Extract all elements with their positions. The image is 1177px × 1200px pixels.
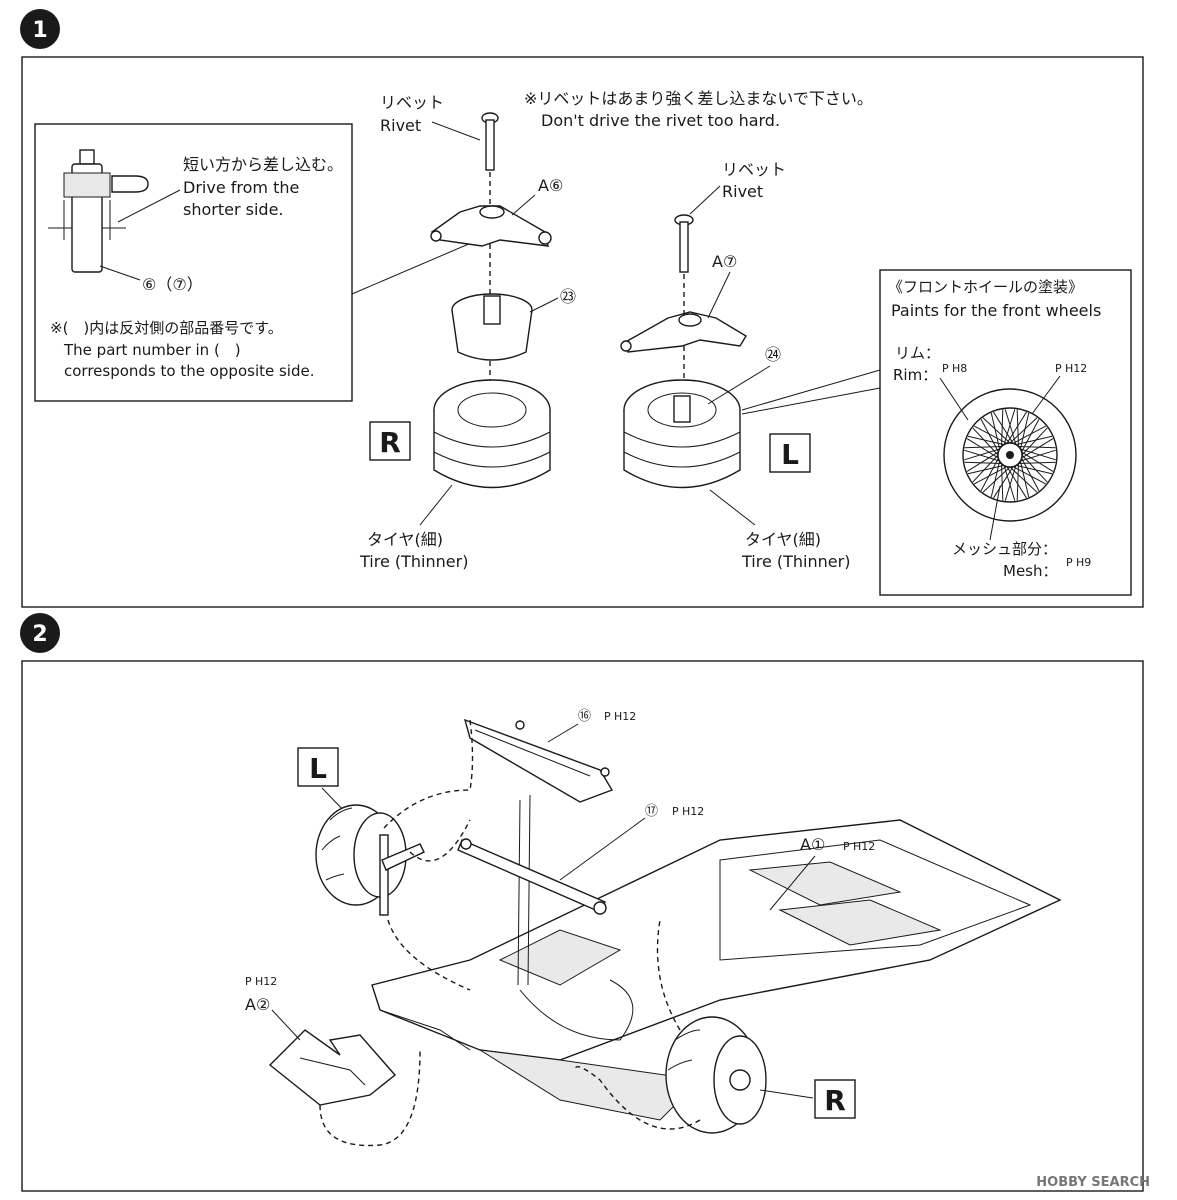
- drive-label-en-2: shorter side.: [183, 200, 284, 219]
- detail-note-en-2: corresponds to the opposite side.: [64, 362, 315, 380]
- hub-pin-detail: [48, 149, 181, 281]
- mesh-spoke: [1019, 412, 1030, 450]
- mesh-wheel-icon: [939, 375, 1077, 541]
- mesh-spoke: [974, 425, 1008, 444]
- side-badge-right: R: [369, 421, 411, 461]
- left-wheel-assembly: [620, 214, 747, 489]
- mesh-jp: メッシュ部分：: [952, 540, 1057, 558]
- chassis-assembly: [371, 819, 1062, 1121]
- step-2-frame: [21, 660, 1144, 1192]
- drive-label-en-1: Drive from the: [183, 178, 299, 197]
- mesh-paint-prefix: P: [1066, 556, 1073, 569]
- mesh-paint: H9: [1076, 556, 1091, 569]
- rim-paint: H8: [952, 362, 967, 375]
- mesh-spoke: [1012, 466, 1046, 485]
- mesh-spoke: [1003, 465, 1016, 501]
- mesh-spoke: [1004, 409, 1017, 445]
- rim-en: Rim：: [893, 366, 937, 384]
- drive-label-jp: 短い方から差し込む。: [183, 155, 343, 174]
- detail-note-jp: ※( )内は反対側の部品番号です。: [50, 319, 283, 337]
- svg-text:R: R: [824, 1084, 846, 1117]
- mesh-spoke: [964, 448, 1000, 461]
- tie-rod-part: [457, 838, 607, 915]
- mesh-spoke: [964, 446, 1002, 449]
- front-plate-paint-prefix: P: [245, 975, 252, 988]
- rivet-jp-left: リベット: [722, 160, 786, 179]
- chassis-label: A①: [800, 835, 825, 854]
- svg-text:L: L: [781, 438, 799, 471]
- mesh-spoke: [1020, 449, 1056, 462]
- watermark: HOBBY SEARCH: [1036, 1175, 1150, 1190]
- right-wheel-label: ㉓: [560, 287, 576, 306]
- chassis-paint: H12: [853, 840, 875, 853]
- caution-jp: ※リベットはあまり強く差し込まないで下さい。: [524, 89, 873, 108]
- tie-rod-paint: H12: [682, 805, 704, 818]
- rivet-en-right: Rivet: [380, 116, 421, 135]
- mesh-spoke: [1018, 461, 1056, 464]
- left-hub-label: A⑦: [712, 252, 737, 271]
- crossmember-label: ⑯: [578, 709, 591, 724]
- rim-jp: リム：: [895, 344, 940, 362]
- mesh-spoke: [980, 457, 999, 491]
- svg-text:R: R: [379, 426, 401, 459]
- detail-part-ref: ⑥（⑦）: [142, 275, 203, 294]
- crossmember-paint: H12: [614, 710, 636, 723]
- mesh-en: Mesh：: [1003, 562, 1058, 580]
- tire-en-left: Tire (Thinner): [741, 552, 850, 571]
- crossmember-part: [463, 718, 614, 986]
- mesh-spoke: [1006, 466, 1027, 499]
- mesh-spoke: [967, 435, 1005, 446]
- svg-text:2: 2: [32, 622, 47, 647]
- mesh-spoke: [1016, 409, 1019, 447]
- mesh-spoke: [990, 460, 1001, 498]
- crossmember-paint-prefix: P: [604, 710, 611, 723]
- paint-title-jp: 《フロントホイールの塗装》: [888, 278, 1083, 296]
- svg-text:1: 1: [32, 18, 47, 43]
- tie-rod-paint-prefix: P: [672, 805, 679, 818]
- right-hub-label: A⑥: [538, 176, 563, 195]
- tie-rod-label: ⑰: [645, 804, 658, 819]
- step-1-frame: [21, 56, 1144, 608]
- detail-note-en-1: The part number in ( ): [63, 341, 241, 359]
- mesh-spoke: [1021, 419, 1040, 453]
- left-front-wheel: [315, 804, 425, 916]
- mesh-spoke: [966, 451, 999, 472]
- tire-jp-right: タイヤ(細): [367, 530, 443, 549]
- rivet-en-left: Rivet: [722, 182, 763, 201]
- step2-side-badge-right: R: [814, 1079, 856, 1119]
- front-plate-part: [268, 1029, 397, 1106]
- svg-text:L: L: [309, 752, 327, 785]
- rim-paint-prefix: P: [942, 362, 949, 375]
- front-plate-label: A②: [245, 995, 270, 1014]
- paint-title-en: Paints for the front wheels: [891, 301, 1101, 320]
- paint-box: 《フロントホイールの塗装》 Paints for the front wheel…: [879, 269, 1132, 596]
- step2-side-badge-left: L: [297, 747, 339, 787]
- mesh-spoke: [1001, 463, 1004, 501]
- chassis-paint-prefix: P: [843, 840, 850, 853]
- caution-en: Don't drive the rivet too hard.: [541, 111, 780, 130]
- mesh-spoke: [1021, 451, 1054, 472]
- left-wheel-label: ㉔: [765, 345, 781, 364]
- tire-jp-left: タイヤ(細): [745, 530, 821, 549]
- center-paint-prefix: P: [1055, 362, 1062, 375]
- detail-callout-line: [351, 239, 479, 295]
- mesh-spoke: [1015, 464, 1053, 475]
- center-paint: H12: [1065, 362, 1087, 375]
- mesh-spoke: [1009, 466, 1038, 493]
- mesh-spoke: [982, 417, 1011, 444]
- rivet-jp-right: リベット: [380, 93, 444, 112]
- mesh-spoke: [993, 411, 1014, 444]
- step-1-badge: 1: [20, 9, 60, 49]
- detail-box: 短い方から差し込む。 Drive from the shorter side. …: [34, 123, 353, 402]
- step-2-badge: 2: [20, 613, 60, 653]
- tire-en-right: Tire (Thinner): [359, 552, 468, 571]
- front-plate-paint: H12: [255, 975, 277, 988]
- right-front-wheel: [665, 1016, 767, 1134]
- side-badge-left: L: [769, 433, 811, 473]
- mesh-spoke: [972, 454, 999, 483]
- right-wheel-assembly: [430, 112, 552, 489]
- mesh-spoke: [1020, 448, 1056, 461]
